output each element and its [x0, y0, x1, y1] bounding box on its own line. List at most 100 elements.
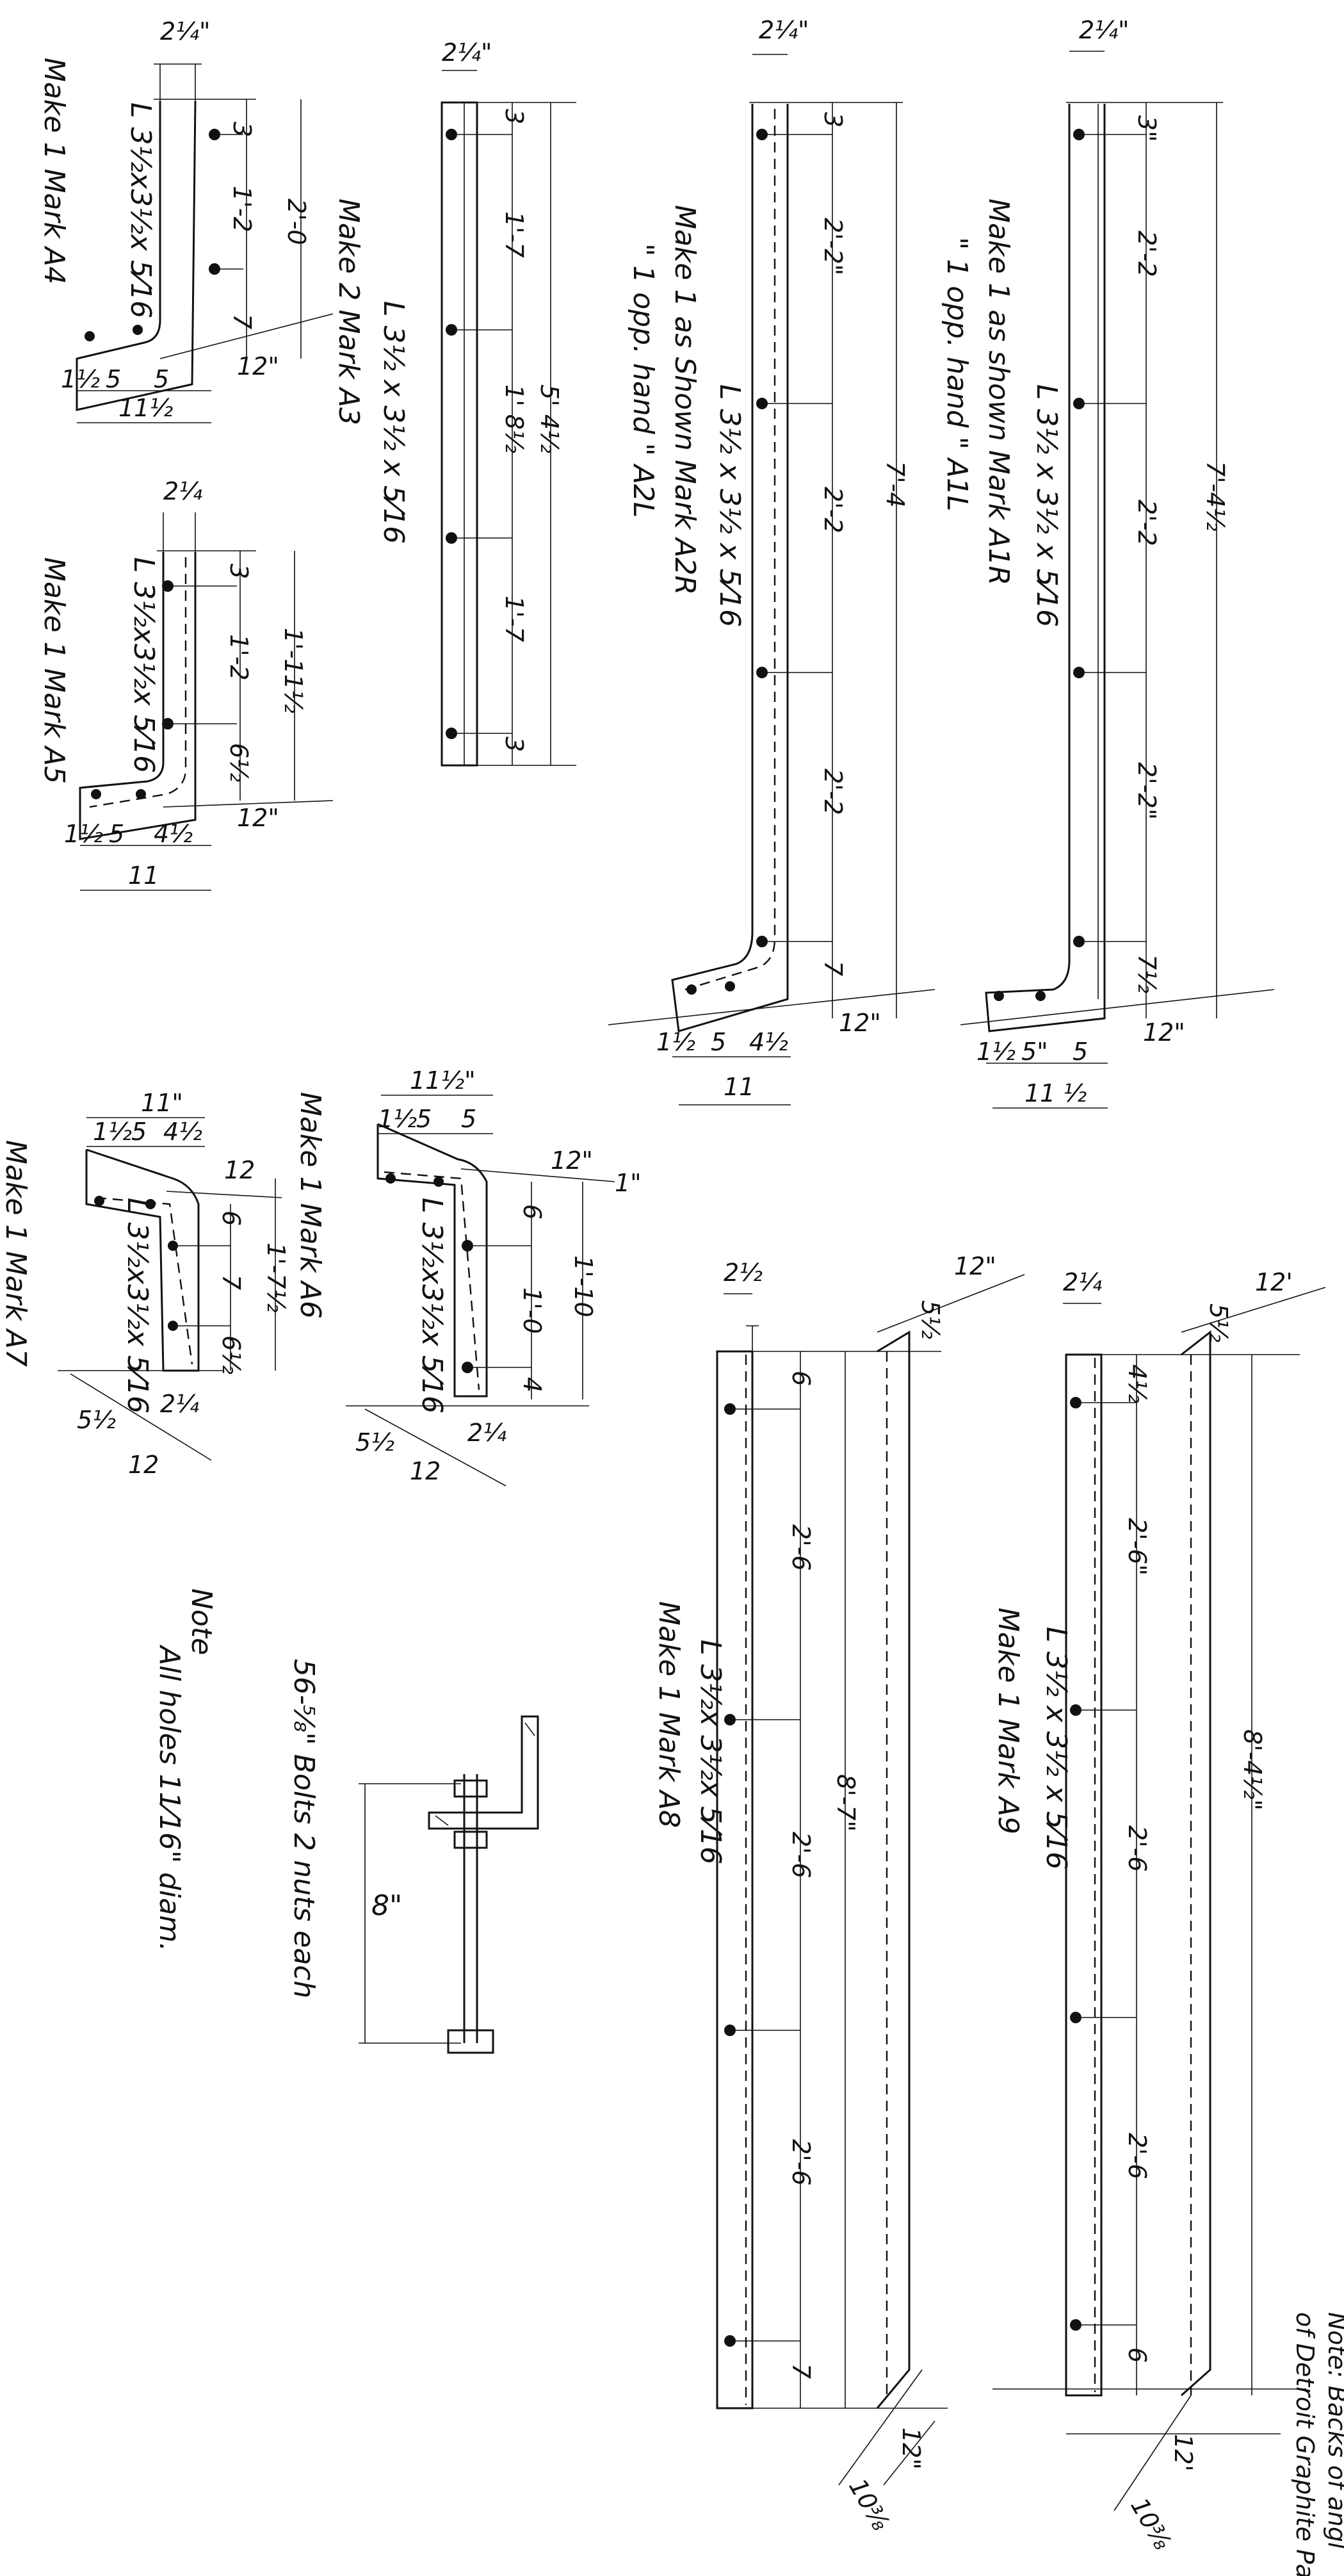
a7-base-dim: 5½: [77, 1406, 116, 1434]
a4-mark-label: Make 1 Mark A4: [38, 58, 70, 284]
a9-slope: 12': [1255, 1268, 1293, 1296]
bolt-quantity: 56-⅝" Bolts 2 nuts each: [287, 1659, 320, 1998]
a6-dim-1: 6: [518, 1204, 546, 1219]
a2-slope: 12": [839, 1009, 881, 1037]
a9-dim-6: 6: [1123, 2347, 1151, 2363]
a8-dim-6: 7: [787, 2363, 815, 2379]
a8-bottom-mark: 10⅜: [843, 2474, 895, 2536]
a5-slope: 12": [237, 804, 279, 832]
a8-dim-3: 8'-7": [832, 1774, 860, 1832]
a7-dim-3: 1'-7½: [262, 1243, 290, 1313]
a9-mark-label: Make 1 Mark A9: [992, 1608, 1024, 1834]
a7-slope: 12: [224, 1156, 255, 1184]
a2-angle-size: L 3½ x 3½ x 5⁄16: [713, 384, 746, 627]
a7-top-dim: 11": [141, 1089, 183, 1117]
a7-angle-size: L 3½x3½x 5⁄16: [121, 1198, 154, 1414]
a4-dim-4: 7: [228, 314, 256, 329]
a3-dim-4: 1' 8½: [500, 384, 528, 453]
a9-dim-5: 2'-6: [1123, 2133, 1151, 2180]
a3-mark-label: Make 2 Mark A3: [332, 199, 365, 425]
bolt-detail: 8" 56-⅝" Bolts 2 nuts each: [287, 1659, 539, 2054]
angle-a6: 11½" 1½ 5 5 12" 1" 6 1'-0 1'-10 4 2¼ 5½ …: [294, 1066, 642, 1487]
a8-mark-label: Make 1 Mark A8: [652, 1601, 685, 1828]
a3-section-dim: 2¼": [442, 38, 492, 67]
a3-dim-3: 5' 4½: [535, 384, 563, 453]
a6-rise: 1": [615, 1169, 642, 1197]
a1-dim-5: 2'-2": [1133, 762, 1161, 820]
angle-a7: 11" 1½ 5 4½ 12 6 7 1'-7½ 6½ 2¼ 5½ 12 L 3…: [0, 1089, 290, 1479]
a3-dim-6: 3: [500, 737, 528, 752]
a2-h4: 11: [724, 1073, 754, 1101]
a1-dim-3: 7'-4½: [1201, 461, 1229, 532]
a2-dim-5: 2'-2: [819, 769, 847, 815]
a7-dim-4: 6½: [217, 1335, 245, 1374]
a8-angle-size: L 3½x 3½x 5⁄16: [694, 1640, 727, 1864]
a7-section-dim: 2¼: [160, 1390, 199, 1418]
a9-dim-2: 2'-6": [1123, 1518, 1151, 1576]
a1-h4: 11 ½: [1024, 1079, 1087, 1107]
a9-rise: 5½: [1204, 1303, 1233, 1342]
a9-angle-size: L 3½ x 3½ x 5⁄16: [1040, 1627, 1073, 1870]
a4-h4: 11½: [118, 394, 173, 422]
a5-dim-1: 3: [225, 564, 253, 579]
a3-dim-1: 3: [500, 109, 528, 124]
a5-angle-size: L 3½x3½x 5⁄16: [127, 557, 160, 773]
a2-mark-label: Make 1 as Shown Mark A2R: [668, 205, 701, 595]
a2-dim-1: 3: [819, 112, 847, 127]
a8-dim-5: 2'-6: [787, 2139, 815, 2186]
a6-dim-3: 1'-10: [569, 1255, 597, 1317]
a6-dim-2: 1'-0: [518, 1287, 546, 1334]
a6-angle-size: L 3½x3½x 5⁄16: [416, 1198, 448, 1414]
note-title: Note: [185, 1588, 218, 1655]
a9-bottom-mark: 10⅜: [1125, 2493, 1177, 2555]
a3-dim-2: 1'-7: [500, 211, 528, 258]
a4-dim-2: 1'-2: [228, 186, 256, 232]
a2-dim-4: 2'-2: [819, 487, 847, 534]
angle-a4: 2¼" 3 1'-2 2'-0 7 12" 1½ 5 5 11½ L 3½x3½…: [38, 17, 334, 423]
a2-dim-3: 7'-4: [881, 461, 909, 508]
angle-a5: 2¼ 3 1'-2 1'-11½ 6½ 12" 1½ 5 4½ 11 L 3½x…: [38, 477, 334, 891]
a7-dim-2: 7: [217, 1275, 245, 1290]
a4-section-dim: 2¼": [160, 17, 211, 45]
a1-angle-size: L 3½ x 3½ x 5⁄16: [1030, 384, 1063, 627]
a6-section-dim: 2¼: [467, 1419, 506, 1447]
paint-note: Note: Backs of angl of Detroit Graphite …: [1291, 2312, 1344, 2576]
a9-dim-3: 8'-4½": [1238, 1729, 1267, 1811]
a7-h1: 1½: [93, 1118, 132, 1146]
bolt-length: 8": [371, 1889, 402, 1922]
paint-note-line-1: Note: Backs of angl: [1323, 2312, 1344, 2549]
a9-section-dim: 2¼: [1063, 1268, 1102, 1296]
a8-dim-1: 6: [787, 1371, 815, 1386]
a6-top-dim: 11½": [410, 1066, 476, 1095]
a4-dim-3: 2'-0: [282, 199, 311, 245]
a1-dim-6: 7½: [1133, 954, 1161, 993]
a8-section-dim: 2½: [724, 1259, 763, 1287]
paint-note-line-2: of Detroit Graphite Pa: [1291, 2312, 1319, 2576]
a8-bottom-slope: 12": [897, 2427, 925, 2470]
a6-base-dim: 5½: [355, 1428, 394, 1456]
a1-dim-4: 2'-2: [1133, 500, 1161, 546]
a7-dim-1: 6: [217, 1211, 245, 1226]
a1-dim-1: 3": [1133, 115, 1161, 142]
a7-run-dim: 12: [128, 1451, 159, 1479]
a4-h3: 5: [154, 365, 169, 393]
a7-h2: 5: [131, 1118, 147, 1146]
a8-dim-4: 2'-6: [787, 1832, 815, 1879]
a5-mark-label: Make 1 Mark A5: [38, 557, 70, 784]
a5-h2: 5: [109, 820, 124, 848]
a1-h2: 5": [1021, 1038, 1048, 1066]
a2-h1: 1½: [656, 1028, 695, 1056]
a6-h3: 5: [461, 1105, 476, 1133]
a9-bottom-slope: 12': [1169, 2434, 1197, 2472]
a1-h3: 5: [1073, 1038, 1088, 1066]
a3-dim-5: 1'-7: [500, 596, 528, 642]
a6-slope: 12": [551, 1146, 593, 1175]
a1-mark-label: Make 1 as shown Mark A1R: [982, 199, 1015, 585]
a6-dim-4: 4: [518, 1377, 546, 1392]
a4-h1: 1½: [61, 365, 100, 393]
a1-slope: 12": [1143, 1018, 1185, 1047]
a1-mark-label-2: " 1 opp. hand " A1L: [941, 237, 973, 511]
a4-slope: 12": [237, 352, 279, 380]
a7-mark-label: Make 1 Mark A7: [0, 1140, 32, 1367]
